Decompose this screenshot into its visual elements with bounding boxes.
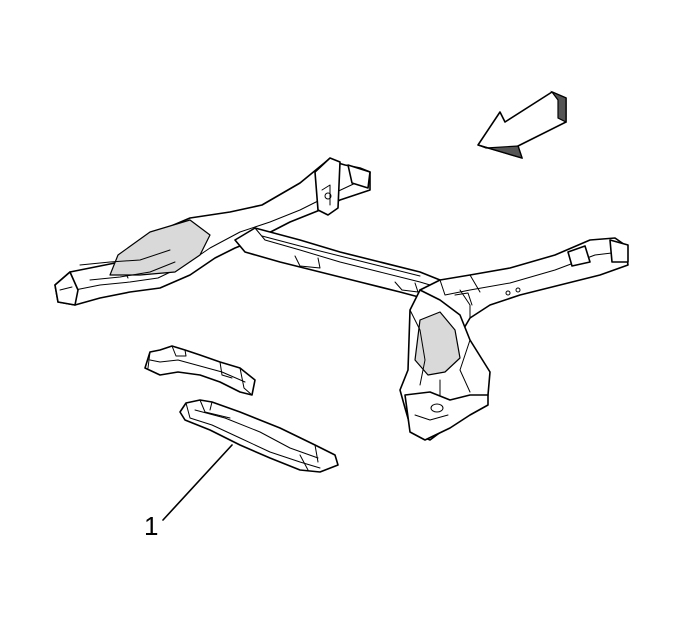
crossmember-part	[179, 399, 339, 473]
direction-arrow-icon	[477, 90, 567, 159]
callout-leader-line	[162, 444, 233, 521]
upper-bracket-part	[144, 345, 256, 396]
callout-label-1: 1	[144, 511, 158, 541]
frame-assembly	[54, 157, 629, 441]
